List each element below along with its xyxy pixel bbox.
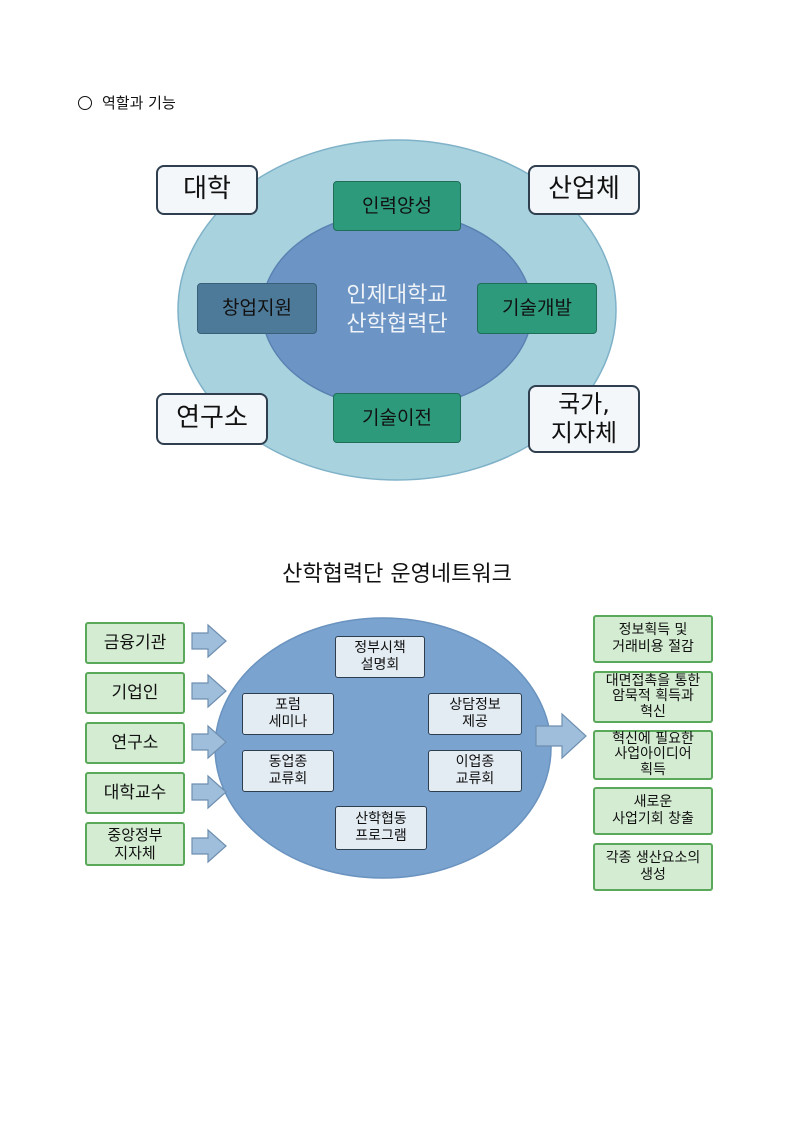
input-box: 대학교수 <box>85 772 185 814</box>
activity-label: 이업종 <box>455 754 495 771</box>
input-arrow-icon <box>191 673 227 709</box>
output-arrow-icon <box>535 712 587 760</box>
function-box-startup: 창업지원 <box>197 283 317 334</box>
activity-box: 이업종 교류회 <box>428 750 522 792</box>
input-arrow-icon <box>191 828 227 864</box>
activity-label: 포럼 <box>275 697 301 714</box>
corner-label: 지자체 <box>550 419 618 447</box>
activity-label: 제공 <box>462 714 488 730</box>
input-box: 금융기관 <box>85 622 185 664</box>
corner-box-institute: 연구소 <box>156 393 268 445</box>
corner-box-university: 대학 <box>156 165 258 215</box>
input-arrow-icon <box>191 724 227 760</box>
input-box: 연구소 <box>85 722 185 764</box>
center-title: 인제대학교 산학협력단 <box>322 282 472 339</box>
output-label: 사업아이디어 <box>614 746 692 763</box>
input-label: 연구소 <box>111 732 159 753</box>
input-label: 기업인 <box>111 682 159 703</box>
center-title-line: 산학협력단 <box>346 311 448 337</box>
activity-label: 설명회 <box>360 657 400 673</box>
activity-box: 동업종 교류회 <box>242 750 334 792</box>
activity-label: 교류회 <box>268 771 308 787</box>
function-box-workforce: 인력양성 <box>333 181 461 231</box>
input-label: 금융기관 <box>103 632 167 653</box>
output-label: 각종 생산요소의 <box>605 850 701 867</box>
function-label: 창업지원 <box>222 297 292 320</box>
function-box-tech-dev: 기술개발 <box>477 283 597 334</box>
corner-box-government: 국가, 지자체 <box>528 385 640 453</box>
input-box: 기업인 <box>85 672 185 714</box>
activity-label: 프로그램 <box>355 828 407 844</box>
activity-box: 상담정보 제공 <box>428 693 522 735</box>
function-label: 기술이전 <box>362 406 432 429</box>
activity-label: 상담정보 <box>449 697 501 714</box>
activity-box: 산학협동 프로그램 <box>335 806 427 850</box>
input-arrow-icon <box>191 774 227 810</box>
input-label: 지자체 <box>114 844 156 862</box>
section-heading: 역할과 기능 <box>78 92 176 113</box>
output-box: 새로운 사업기회 창출 <box>593 787 713 835</box>
circle-bullet-icon <box>78 95 92 110</box>
corner-label: 국가, <box>558 390 610 419</box>
function-label: 기술개발 <box>502 297 572 320</box>
output-label: 혁신에 필요한 <box>612 730 694 747</box>
input-label: 중앙정부 <box>107 826 163 844</box>
output-box: 혁신에 필요한 사업아이디어 획득 <box>593 730 713 780</box>
corner-box-industry: 산업체 <box>528 165 640 215</box>
output-box: 정보획득 및 거래비용 절감 <box>593 615 713 663</box>
network-title: 산학협력단 운영네트워크 <box>282 562 512 587</box>
section-heading-text: 역할과 기능 <box>102 94 176 112</box>
output-box: 대면접촉을 통한 암묵적 획득과 혁신 <box>593 671 713 723</box>
output-label: 획득 <box>640 761 666 778</box>
activity-label: 동업종 <box>268 754 308 771</box>
activity-label: 교류회 <box>455 771 495 787</box>
output-label: 대면접촉을 통한 <box>605 672 701 689</box>
output-label: 거래비용 절감 <box>612 639 694 655</box>
corner-label: 연구소 <box>176 403 248 434</box>
corner-label: 대학 <box>183 174 231 205</box>
output-box: 각종 생산요소의 생성 <box>593 843 713 891</box>
output-label: 사업기회 창출 <box>612 811 694 827</box>
activity-label: 세미나 <box>268 714 308 730</box>
output-label: 생성 <box>640 867 666 883</box>
input-label: 대학교수 <box>103 782 167 803</box>
output-label: 혁신 <box>640 703 666 720</box>
input-arrow-icon <box>191 623 227 659</box>
function-box-tech-transfer: 기술이전 <box>333 393 461 443</box>
center-title-line: 인제대학교 <box>346 283 448 308</box>
activity-box: 정부시책 설명회 <box>335 636 425 678</box>
output-label: 암묵적 획득과 <box>612 688 694 705</box>
activity-label: 산학협동 <box>355 811 407 828</box>
output-label: 정보획득 및 <box>618 622 688 639</box>
activity-label: 정부시책 <box>354 640 406 657</box>
function-label: 인력양성 <box>362 194 432 217</box>
activity-box: 포럼 세미나 <box>242 693 334 735</box>
output-label: 새로운 <box>633 794 673 811</box>
corner-label: 산업체 <box>548 174 620 205</box>
input-box: 중앙정부 지자체 <box>85 822 185 866</box>
